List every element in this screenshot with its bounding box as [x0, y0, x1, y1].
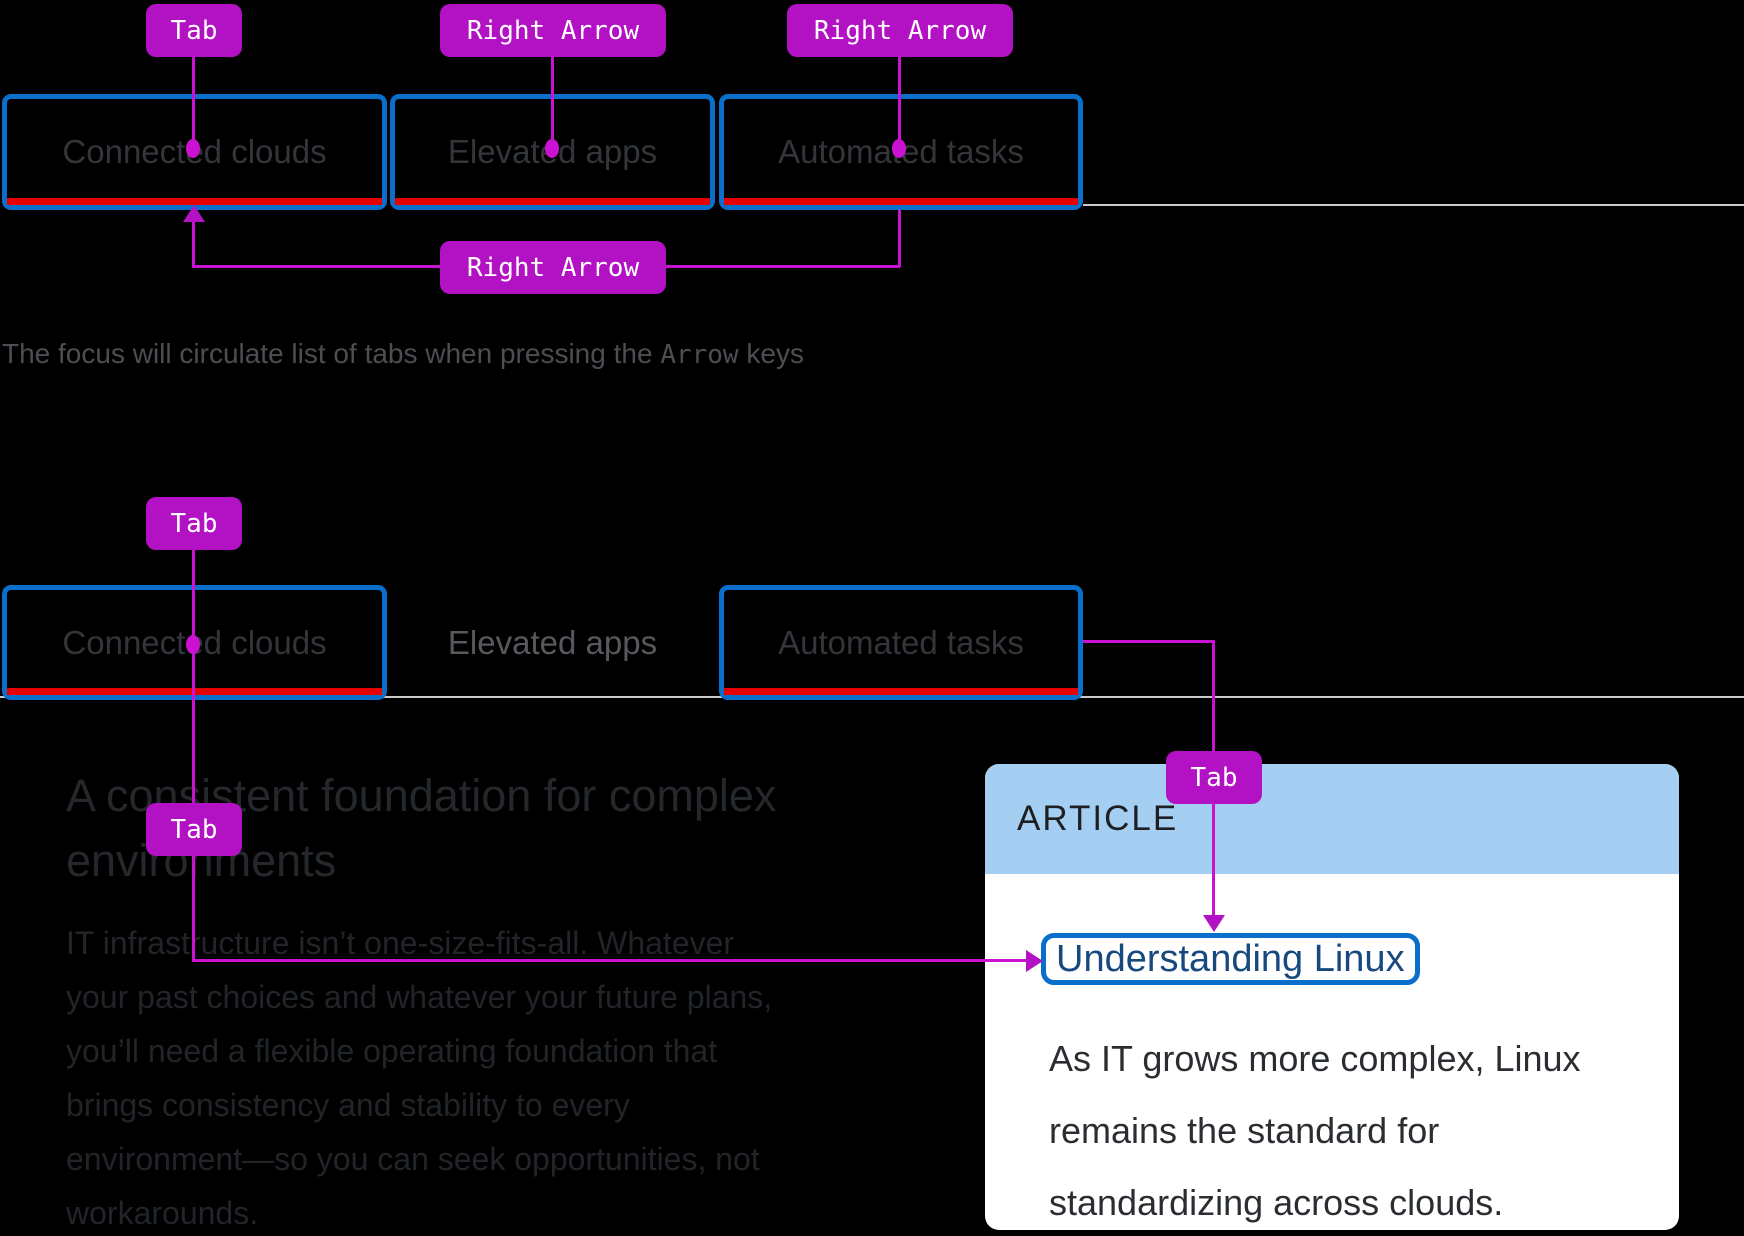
article-card: ARTICLE Understanding Linux As IT grows …: [985, 764, 1679, 1230]
focus-point-dot: [545, 139, 559, 158]
connector-line: [192, 959, 1028, 962]
connector-line: [1083, 640, 1215, 643]
key-label-text: Right Arrow: [466, 252, 640, 283]
page-paragraph: IT infrastructure isn’t one-size-fits-al…: [66, 925, 773, 1231]
arrow-up-icon: [183, 205, 205, 222]
connector-line: [551, 57, 554, 148]
key-label-right-arrow-1: Right Arrow: [440, 4, 666, 57]
tab-underline: [724, 688, 1078, 695]
tab-underline: [395, 198, 710, 205]
caption-text: keys: [738, 338, 804, 369]
connector-line: [1212, 804, 1215, 916]
key-label-right-arrow-2: Right Arrow: [787, 4, 1013, 57]
key-label-tab: Tab: [146, 4, 242, 57]
focus-point-dot: [186, 139, 200, 158]
article-eyebrow: ARTICLE: [1017, 799, 1179, 838]
connector-line: [898, 57, 901, 148]
key-label-tab-4: Tab: [1166, 751, 1262, 804]
key-label-text: Tab: [1190, 762, 1238, 793]
key-label-text: Tab: [170, 15, 218, 46]
connector-line: [192, 220, 195, 268]
key-label-text: Tab: [170, 814, 218, 845]
tab-underline: [7, 198, 382, 205]
key-label-tab-3: Tab: [146, 803, 242, 856]
key-label-text: Right Arrow: [813, 15, 987, 46]
connector-line: [1212, 640, 1215, 753]
key-label-text: Right Arrow: [466, 15, 640, 46]
tab-automated-tasks-focused[interactable]: Automated tasks: [719, 585, 1083, 700]
link-focus-ring: Understanding Linux: [1041, 933, 1420, 985]
caption: The focus will circulate list of tabs wh…: [2, 338, 804, 370]
focus-point-dot: [186, 635, 200, 654]
article-card-header: ARTICLE: [985, 764, 1679, 874]
arrow-right-icon: [1026, 950, 1043, 972]
caption-key-text: Arrow: [660, 340, 739, 370]
connector-line: [192, 550, 195, 803]
connector-line: [192, 57, 195, 148]
caption-text: The focus will circulate list of tabs wh…: [2, 338, 661, 369]
key-label-tab-2: Tab: [146, 497, 242, 550]
tab-underline: [724, 198, 1078, 205]
focus-point-dot: [892, 139, 906, 158]
tab-label: Automated tasks: [778, 623, 1024, 661]
connector-line: [898, 210, 901, 267]
arrow-down-icon: [1203, 915, 1225, 932]
connector-line: [666, 265, 900, 268]
tab-label: Elevated apps: [447, 623, 658, 661]
connector-line: [194, 265, 440, 268]
key-label-text: Tab: [170, 508, 218, 539]
key-label-right-arrow-circulate: Right Arrow: [440, 241, 666, 294]
tab-elevated-apps-unfocused[interactable]: Elevated apps: [390, 585, 715, 700]
article-card-body: As IT grows more complex, Linux remains …: [1049, 1038, 1581, 1223]
tabs-baseline: [1083, 204, 1744, 206]
connector-line: [192, 856, 195, 961]
understanding-linux-link[interactable]: Understanding Linux: [1056, 937, 1405, 980]
tab-automated-tasks[interactable]: Automated tasks: [719, 94, 1083, 210]
page-heading: A consistent foundation for complex envi…: [66, 770, 777, 886]
